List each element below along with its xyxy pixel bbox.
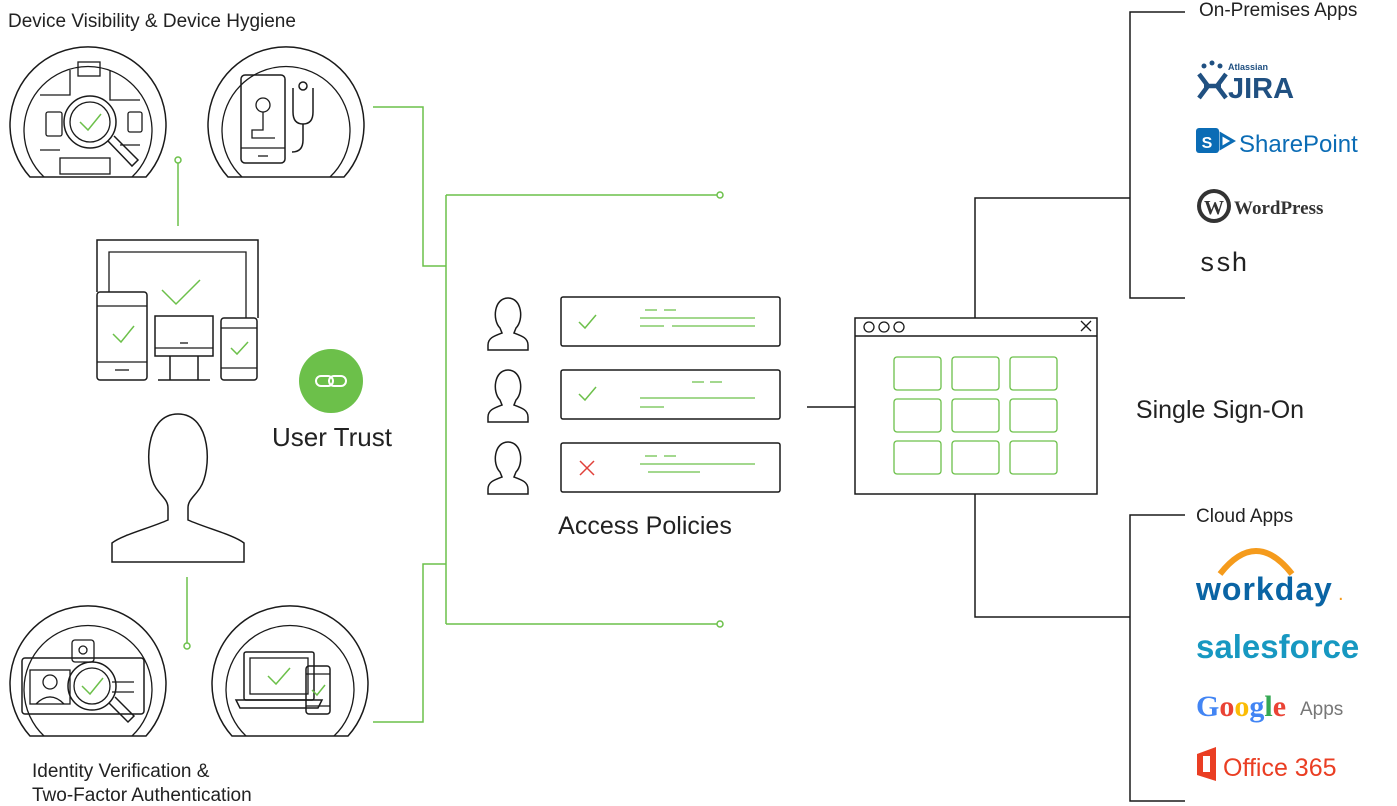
single-sign-on-label: Single Sign-On (1136, 396, 1304, 424)
user-avatar (111, 413, 245, 563)
jira-tagline: Atlassian (1228, 62, 1268, 72)
identity-verification-label-line1: Identity Verification & (32, 761, 210, 782)
wordpress-name: WordPress (1234, 198, 1323, 219)
salesforce-name: salesforce (1196, 628, 1359, 665)
policy-card (560, 296, 781, 347)
user-trust-badge (299, 349, 363, 413)
phone-icon (305, 665, 331, 715)
device-visibility-label: Device Visibility & Device Hygiene (8, 11, 296, 32)
cloud-apps-label: Cloud Apps (1196, 506, 1293, 527)
wordpress-icon: W (1204, 197, 1224, 219)
policy-row-3 (487, 441, 781, 495)
jira-logo: Atlassian JIRA (1197, 60, 1294, 105)
device-visibility-circle (9, 46, 167, 178)
check-icon (578, 314, 597, 330)
workday-suffix: . (1338, 583, 1344, 605)
app-grid (893, 356, 1058, 475)
google-wordmark: Google (1196, 690, 1286, 723)
check-icon (578, 386, 597, 402)
policy-row-2 (487, 369, 781, 423)
check-icon (267, 667, 291, 686)
wordpress-logo: W WordPress (1197, 189, 1323, 223)
office365-logo: Office 365 (1197, 747, 1337, 782)
magnifier-icon (63, 95, 117, 149)
sharepoint-badge: S (1202, 135, 1213, 152)
device-hygiene-circle (207, 46, 365, 178)
window-control-dot (878, 321, 890, 333)
bottom-connector (373, 563, 446, 723)
laptop-icon (243, 651, 315, 701)
sharepoint-logo: S SharePoint (1196, 128, 1358, 158)
identity-verification-circle (9, 605, 167, 737)
trusted-devices-icon (96, 239, 259, 381)
user-icon (487, 441, 529, 495)
policy-card (560, 442, 781, 493)
window-control-dot (863, 321, 875, 333)
check-icon (81, 677, 104, 696)
two-factor-circle (211, 605, 369, 737)
magnifier-icon (67, 661, 117, 711)
workday-logo: workday . (1195, 548, 1344, 607)
link-icon (299, 349, 363, 413)
google-apps-suffix: Apps (1300, 699, 1343, 720)
phone-icon (240, 74, 286, 164)
user-icon (487, 369, 529, 423)
user-icon (487, 297, 529, 351)
on-premises-bracket (1129, 11, 1185, 299)
cloud-apps-bracket (1129, 514, 1185, 802)
identity-verification-label-line2: Two-Factor Authentication (32, 785, 252, 806)
user-trust-label: User Trust (272, 422, 393, 452)
stethoscope-icon (292, 88, 314, 125)
sharepoint-name: SharePoint (1239, 131, 1358, 158)
policy-card (560, 369, 781, 420)
ssh-name: ssh (1199, 250, 1248, 280)
sso-window (854, 317, 1098, 495)
check-icon (79, 113, 102, 132)
google-apps-logo: Google Apps (1196, 690, 1343, 723)
office-name: Office 365 (1223, 754, 1337, 782)
cross-icon (579, 460, 595, 476)
policy-row-1 (487, 296, 781, 351)
jira-name: JIRA (1228, 73, 1294, 105)
close-icon (1080, 320, 1092, 332)
access-policies-label: Access Policies (558, 512, 732, 540)
top-connector (373, 106, 446, 267)
id-card-icon (21, 657, 145, 715)
workday-name: workday (1195, 571, 1333, 607)
on-premises-apps-label: On-Premises Apps (1199, 0, 1357, 21)
window-control-dot (893, 321, 905, 333)
